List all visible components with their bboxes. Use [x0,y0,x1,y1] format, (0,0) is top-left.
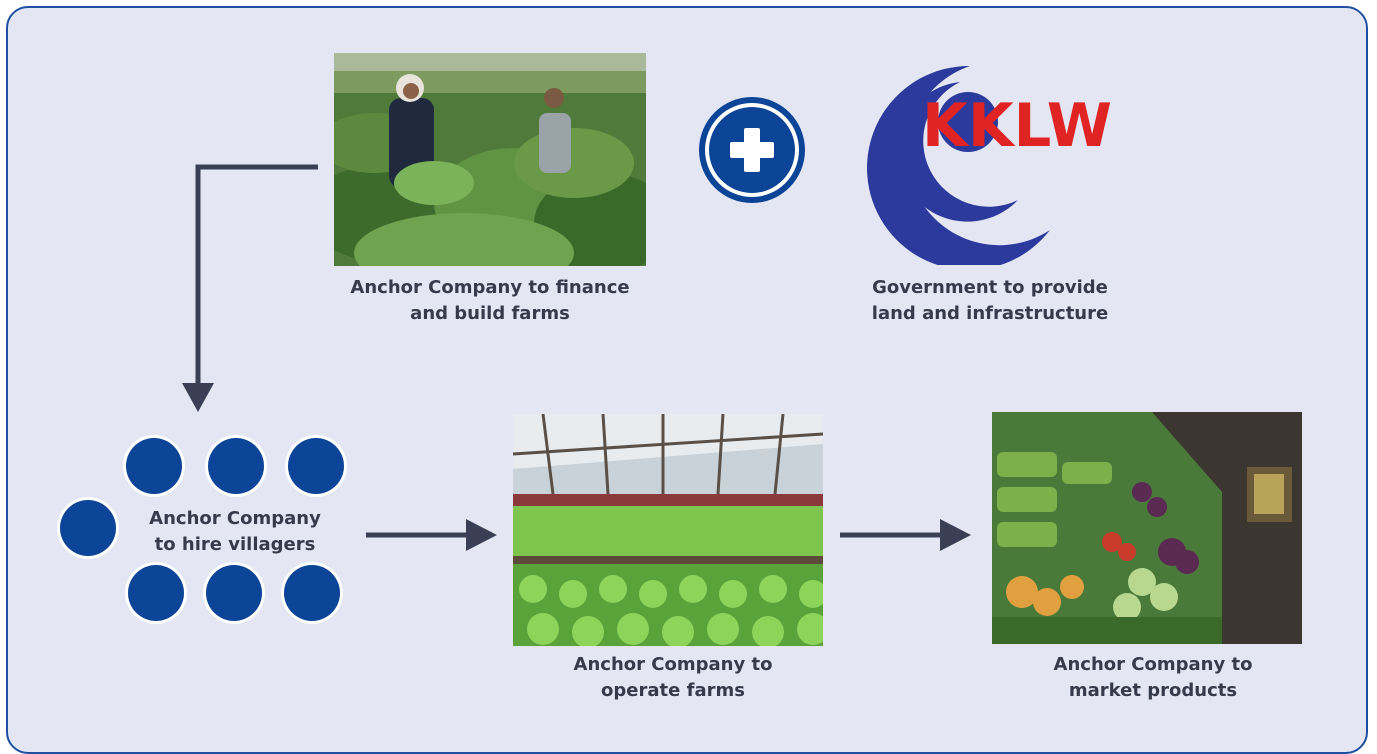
farm-workers-photo [334,53,646,266]
villager-dot-icon [126,438,182,494]
villager-dot-icon [128,565,184,621]
arrow-finance-to-hire [182,164,318,412]
arrow-hire-to-operate [366,519,497,551]
caption-finance: Anchor Company to finance and build farm… [350,277,630,324]
plus-icon [699,97,805,203]
arrow-operate-to-market [840,519,971,551]
caption-market: Anchor Company to market products [1053,654,1253,701]
villager-dot-icon [288,438,344,494]
caption-government: Government to provide land and infrastru… [871,277,1109,324]
logo-text: KKLW [922,91,1112,161]
villager-dot-icon [206,565,262,621]
villager-dot-icon [284,565,340,621]
kklw-logo: KKLW [867,65,1112,265]
caption-hire: Anchor Company to hire villagers [149,508,321,555]
greenhouse-photo [513,414,823,646]
villager-dot-icon [60,500,116,556]
supermarket-photo [992,412,1302,644]
villager-dot-icon [208,438,264,494]
caption-operate: Anchor Company to operate farms [573,654,773,701]
